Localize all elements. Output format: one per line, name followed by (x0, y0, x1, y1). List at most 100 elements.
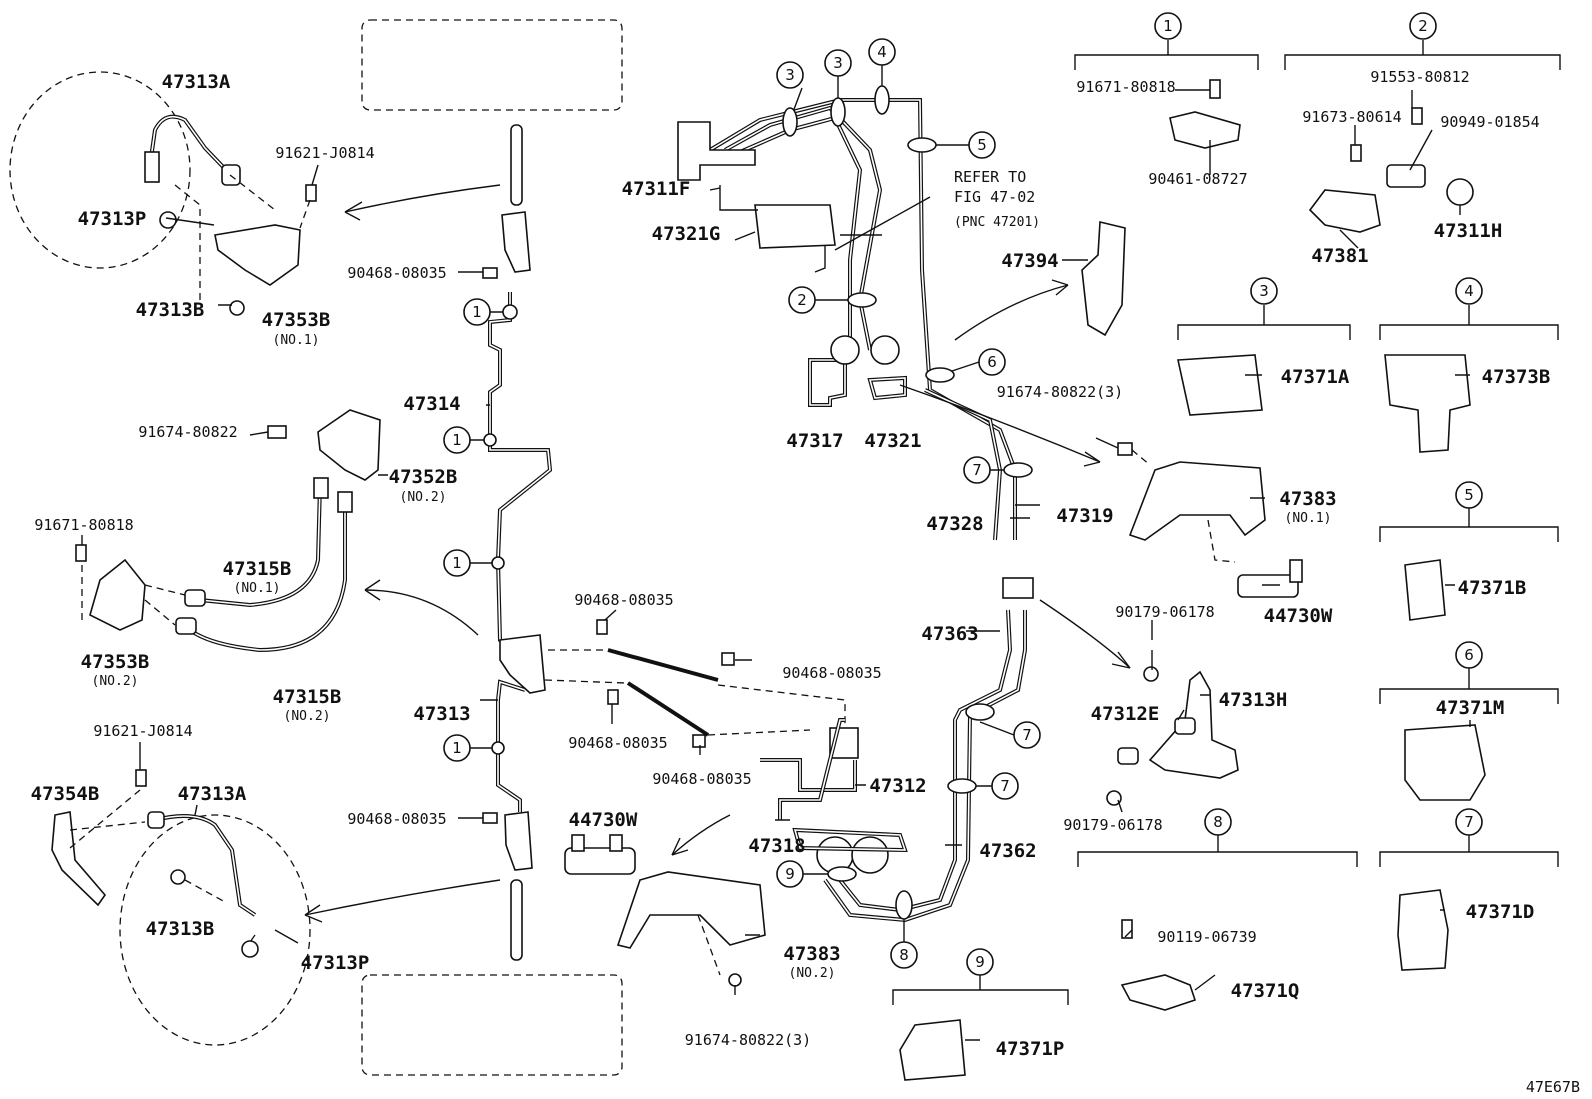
part-47312E-a (1174, 717, 1196, 735)
label-47315B-no1: 47315B (223, 558, 292, 580)
leader-91674-bottom (697, 914, 721, 976)
clamp-47371P (899, 1019, 966, 1081)
label-47311F: 47311F (622, 178, 691, 200)
label-90179-a: 90179-06178 (1115, 603, 1214, 621)
bracket-47394 (1081, 220, 1126, 337)
bolt-47313B-top (229, 300, 245, 316)
svg-text:1: 1 (452, 739, 462, 757)
label-47353B-no2: 47353B (81, 651, 150, 673)
leaders-top-left (174, 174, 311, 300)
hose-47313A-bottom (147, 811, 257, 917)
label-91621-bottom: 91621-J0814 (93, 722, 192, 740)
label-90179-b: 90179-06178 (1063, 816, 1162, 834)
svg-text:5: 5 (977, 136, 987, 154)
bracket-47383-no1 (1128, 461, 1266, 541)
label-47352B: 47352B (389, 466, 458, 488)
clamp-47371M (1404, 724, 1486, 801)
bracket-47381 (1308, 189, 1381, 233)
detail-circle-top-left (9, 71, 191, 269)
arrow-to-47383 (899, 384, 1101, 463)
valve-44730W-right (1237, 559, 1303, 598)
clip-90468-d (721, 652, 735, 666)
label-90468-c: 90468-08035 (574, 591, 673, 609)
label-47353B-no2-sub: (NO.2) (92, 674, 139, 689)
label-47354B: 47354B (31, 783, 100, 805)
label-g2-47381: 47381 (1311, 245, 1368, 267)
svg-text:3: 3 (1259, 282, 1269, 300)
label-47383-no2-sub: (NO.2) (789, 966, 836, 981)
bolt-91673-g2 (1350, 144, 1362, 162)
label-47321: 47321 (864, 430, 921, 452)
label-47363: 47363 (921, 623, 978, 645)
label-47383-no1: 47383 (1279, 488, 1336, 510)
bracket-47353B-no2 (89, 558, 146, 631)
svg-text:7: 7 (1464, 813, 1474, 831)
bolt-91674-bottom (728, 973, 742, 987)
leaders-mid-left (81, 565, 186, 626)
svg-text:3: 3 (785, 66, 795, 84)
label-g7-47371D: 47371D (1466, 901, 1535, 923)
label-91621-top: 91621-J0814 (275, 144, 374, 162)
label-47321G: 47321G (652, 223, 721, 245)
clip-90468-a (482, 267, 498, 279)
label-47312E: 47312E (1091, 703, 1160, 725)
svg-text:4: 4 (877, 43, 887, 61)
nut-90179-a (1143, 666, 1159, 682)
label-47353B-top-sub: (NO.1) (273, 333, 320, 348)
svg-text:1: 1 (472, 303, 482, 321)
bolt-91621-top (305, 184, 317, 202)
assembly-47317-47321 (808, 335, 907, 407)
clip-90468-c (596, 619, 608, 635)
label-47315B-no2-sub: (NO.2) (284, 709, 331, 724)
label-44730W-bottom: 44730W (569, 809, 638, 831)
label-g5-47371B: 47371B (1458, 577, 1527, 599)
clamp-47371D (1397, 889, 1449, 971)
label-91674-bottom: 91674-80822(3) (685, 1031, 811, 1049)
bolt-91621-bottom (135, 769, 147, 787)
leader-dashes-center (544, 649, 846, 740)
svg-text:9: 9 (785, 865, 795, 883)
bracket-47352B (317, 409, 381, 481)
bolt-91674-left (267, 425, 287, 439)
label-47313B-top: 47313B (136, 299, 205, 321)
label-91674-left: 91674-80822 (138, 423, 237, 441)
bolt-91553-g2 (1411, 107, 1423, 125)
clip-90468-b (482, 812, 498, 824)
rod-top (510, 124, 523, 206)
bracket-47353B-top (214, 224, 301, 286)
svg-text:4: 4 (1464, 282, 1474, 300)
label-90468-f: 90468-08035 (652, 770, 751, 788)
rod-diagonal-upper (607, 648, 719, 682)
nut-90179-b (1106, 790, 1122, 806)
pipe-clip-markers (483, 85, 1033, 920)
label-47315B-no1-sub: (NO.1) (234, 581, 281, 596)
refer-line-3: (PNC 47201) (954, 215, 1040, 230)
grommet-47311H (1446, 178, 1474, 206)
bolt-47313B-bottom (170, 869, 186, 885)
hose-47313A-top (144, 114, 241, 186)
blank-box-bottom (361, 974, 623, 1076)
bracket-47383-no2 (616, 871, 766, 949)
label-90468-d: 90468-08035 (782, 664, 881, 682)
hose-47315B-no2 (175, 491, 353, 653)
label-47383-no2: 47383 (783, 943, 840, 965)
blank-box-top (361, 19, 623, 111)
label-g8-47371Q: 47371Q (1231, 980, 1300, 1002)
detail-circle-bottom-left (119, 814, 311, 1046)
clamp-47371A (1177, 354, 1263, 416)
clamp-47373B (1384, 354, 1471, 453)
callout-leaders (470, 65, 1015, 942)
leaders-47383-no1 (1131, 449, 1236, 563)
label-90468-b: 90468-08035 (347, 810, 446, 828)
arrow-bottom-left (304, 879, 501, 916)
svg-text:7: 7 (1022, 726, 1032, 744)
assembly-47312-47318 (760, 718, 908, 874)
clip-90468-e (607, 689, 619, 705)
part-labels: 47313A 91621-J0814 47313P 47313B 47353B … (31, 68, 1580, 1096)
arrow-to-47313H (1039, 599, 1131, 669)
clip-90949-g2 (1386, 164, 1426, 188)
label-91671-left: 91671-80818 (34, 516, 133, 534)
svg-text:1: 1 (1163, 17, 1173, 35)
clip-47313P-bottom (241, 940, 259, 958)
